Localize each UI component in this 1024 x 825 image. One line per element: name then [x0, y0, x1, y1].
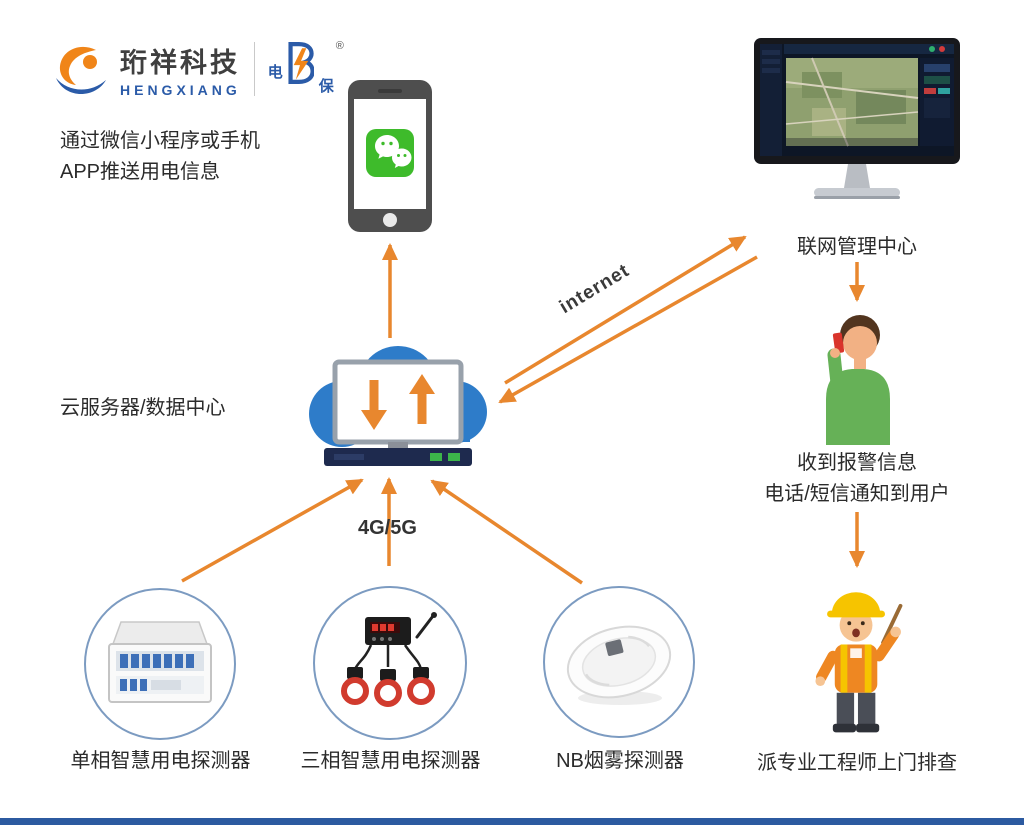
dianbao-mark: 电 保 ® — [268, 40, 344, 98]
single-phase-detector-icon — [108, 621, 212, 703]
arrow-single-to-cloud — [181, 478, 364, 583]
lightning-b-icon — [286, 42, 315, 89]
alarm-notice-label: 收到报警信息 电话/短信通知到用户 — [764, 452, 950, 505]
arrow-cloud-to-monitor — [504, 235, 747, 385]
internet-edge-label: internet — [556, 259, 634, 319]
smoke-detector-node — [543, 586, 695, 738]
registered-mark: ® — [335, 40, 344, 52]
dian-character: 电 — [267, 64, 283, 81]
three-phase-detector-label: 三相智慧用电探测器 — [300, 750, 481, 772]
bao-character: 保 — [318, 78, 334, 95]
user-on-phone-icon — [810, 303, 905, 450]
logo-divider — [253, 42, 255, 96]
engineer-icon — [800, 572, 914, 749]
company-name-en: HENGXIANG — [120, 81, 241, 98]
smoke-detector-icon — [566, 625, 672, 705]
engineer-label: 派专业工程师上门排查 — [757, 752, 957, 774]
hengxiang-logo-icon — [56, 46, 106, 94]
bottom-accent-bar — [0, 818, 1024, 825]
smoke-detector-label: NB烟雾探测器 — [556, 750, 684, 772]
management-monitor-icon — [752, 38, 962, 208]
arrow-smoke-to-cloud — [430, 479, 583, 585]
app-push-label: 通过微信小程序或手机 APP推送用电信息 — [60, 130, 260, 183]
single-phase-detector-node — [84, 588, 236, 740]
logo: 珩祥科技 HENGXIANG 电 保 ® — [50, 40, 344, 98]
three-phase-detector-node — [313, 586, 467, 740]
company-name-cn: 珩祥科技 — [120, 47, 240, 78]
cellular-edge-label: 4G/5G — [358, 517, 417, 539]
cloud-server-label: 云服务器/数据中心 — [60, 397, 226, 419]
cloud-server-icon — [298, 336, 498, 473]
logo-text: 珩祥科技 HENGXIANG — [120, 41, 241, 98]
three-phase-detector-icon — [341, 612, 437, 707]
single-phase-detector-label: 单相智慧用电探测器 — [70, 750, 251, 772]
management-center-label: 联网管理中心 — [797, 236, 917, 258]
wechat-phone-icon — [348, 80, 432, 237]
